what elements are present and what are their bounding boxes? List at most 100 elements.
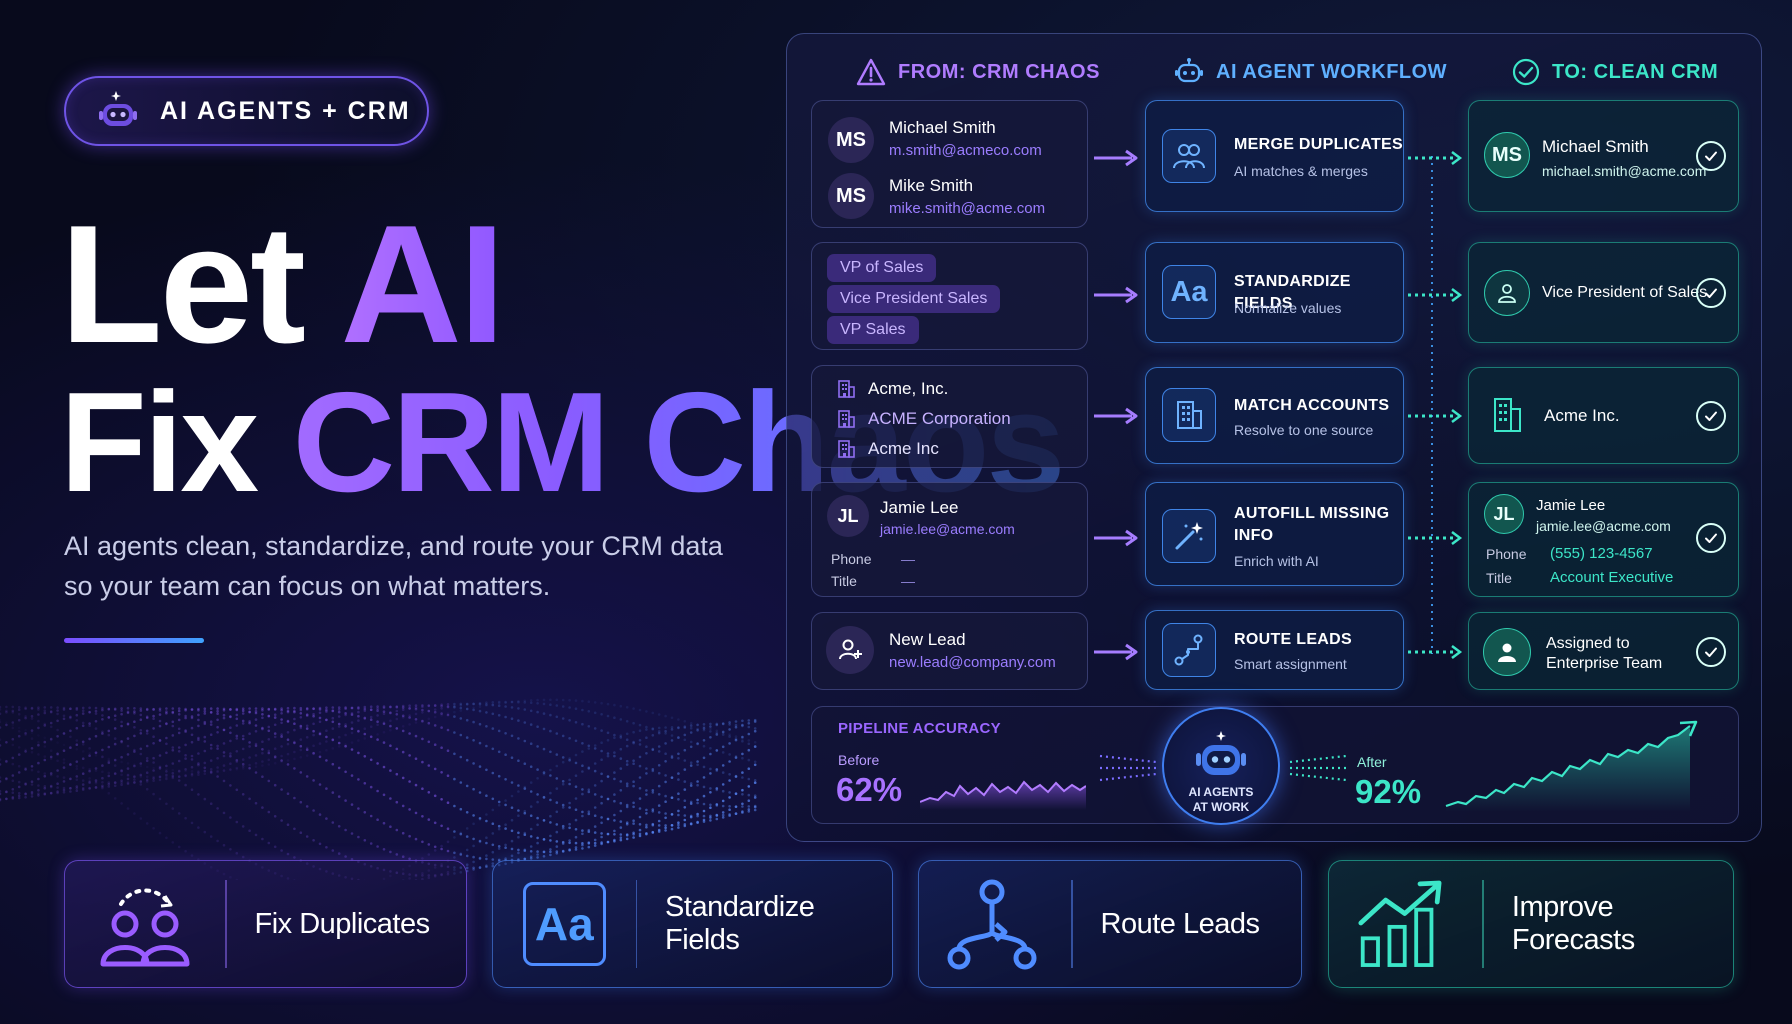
badge-pill: AI AGENTS + CRM — [64, 76, 429, 146]
phone-label: Phone — [1486, 546, 1527, 562]
users-icon — [100, 888, 190, 967]
check-icon — [1696, 401, 1726, 431]
chaos-card-missing-info: JL Jamie Lee jamie.lee@acme.com Phone — … — [811, 482, 1088, 597]
workflow-subtitle: Smart assignment — [1234, 656, 1347, 672]
chaos-card-new-lead: New Lead new.lead@company.com — [811, 612, 1088, 690]
badge-label: AI AGENTS + CRM — [160, 96, 411, 125]
magic-wand-icon — [1162, 509, 1216, 563]
after-sparkline — [1445, 720, 1698, 812]
font-aa-icon: Aa — [523, 882, 606, 966]
dotted-arrow-icon — [1408, 409, 1463, 423]
ai-agents-at-work-badge: AI AGENTS AT WORK — [1162, 707, 1280, 825]
clean-company-name: Acme Inc. — [1544, 406, 1620, 425]
assigned-line-1: Assigned to — [1546, 635, 1630, 652]
subtitle-line-1: AI agents clean, standardize, and route … — [64, 531, 723, 561]
workflow-subtitle: Resolve to one source — [1234, 422, 1374, 438]
avatar: JL — [827, 495, 869, 537]
workflow-subtitle: Normalize values — [1234, 300, 1342, 316]
route-icon — [947, 879, 1037, 970]
arrow-right-icon — [1094, 407, 1138, 425]
avatar — [826, 626, 874, 674]
column-header-from: FROM: CRM CHAOS — [856, 56, 1100, 88]
after-value: 92% — [1355, 773, 1422, 810]
arrow-right-icon — [1094, 529, 1138, 547]
dotted-arrow-icon — [1408, 645, 1463, 659]
column-header-to: TO: CLEAN CRM — [1512, 56, 1718, 88]
tile-label: Route Leads — [1100, 907, 1260, 940]
column-header-workflow: AI AGENT WORKFLOW — [1174, 56, 1447, 88]
users-icon — [1162, 129, 1216, 183]
clean-card-assigned: Assigned to Enterprise Team — [1468, 612, 1739, 690]
tile-label: Fix Duplicates — [254, 907, 431, 940]
workflow-title-line-2: INFO — [1234, 527, 1274, 544]
workflow-subtitle: Enrich with AI — [1234, 553, 1319, 569]
lead-email: new.lead@company.com — [889, 654, 1056, 671]
workflow-card-autofill-missing-info: AUTOFILL MISSING INFO Enrich with AI — [1145, 482, 1404, 586]
workflow-subtitle: AI matches & merges — [1234, 163, 1368, 179]
before-value: 62% — [836, 771, 903, 808]
workflow-title-line-1: AUTOFILL MISSING — [1234, 505, 1390, 522]
contact-name: Jamie Lee — [880, 498, 959, 517]
particle-wave-decoration — [0, 698, 757, 880]
clean-card-title: Vice President of Sales — [1468, 242, 1739, 343]
workflow-title: ROUTE LEADS — [1234, 631, 1352, 648]
dotted-connector — [1431, 156, 1433, 654]
warning-icon — [856, 58, 886, 86]
building-icon — [838, 440, 855, 458]
route-icon — [1162, 623, 1216, 677]
company-name: Acme Inc — [868, 439, 939, 458]
before-sparkline — [920, 780, 1086, 810]
contact-name: Jamie Lee — [1536, 497, 1606, 514]
clean-card-company: Acme Inc. — [1468, 367, 1739, 464]
phone-value: (555) 123-4567 — [1550, 545, 1653, 562]
dotted-arrow-icon — [1408, 288, 1463, 302]
assigned-line-2: Enterprise Team — [1546, 655, 1663, 672]
robot-icon — [1175, 58, 1203, 83]
column-header-workflow-label: AI AGENT WORKFLOW — [1216, 60, 1448, 83]
phone-label: Phone — [831, 551, 872, 567]
ai-agents-label: AI AGENTS AT WORK — [1189, 785, 1254, 815]
tile-divider — [1482, 880, 1484, 968]
arrow-right-icon — [1094, 286, 1138, 304]
center-line-1: AI AGENTS — [1188, 785, 1254, 799]
contact-name: Michael Smith — [889, 118, 996, 137]
building-icon — [1490, 396, 1526, 439]
tile-improve-forecasts: Improve Forecasts — [1328, 860, 1734, 988]
tile-route-leads: Route Leads — [918, 860, 1302, 988]
company-row: Acme, Inc. — [836, 379, 948, 399]
headline-word-fix: Fix — [60, 363, 259, 522]
check-icon — [1696, 637, 1726, 667]
lead-name: New Lead — [889, 630, 966, 649]
headline-line-1: Let AI — [60, 200, 505, 368]
tile-fix-duplicates: Fix Duplicates — [64, 860, 467, 988]
pipeline-title: PIPELINE ACCURACY — [838, 720, 1001, 737]
avatar: MS — [828, 117, 874, 163]
company-row: ACME Corporation — [836, 409, 1011, 429]
workflow-card-merge-duplicates: MERGE DUPLICATES AI matches & merges — [1145, 100, 1404, 212]
check-icon — [1696, 141, 1726, 171]
title-label: Title — [1486, 570, 1512, 586]
company-name: Acme, Inc. — [868, 379, 949, 398]
workflow-title: MATCH ACCOUNTS — [1234, 397, 1390, 414]
tile-label: Standardize Fields — [665, 891, 815, 956]
user-icon — [1484, 270, 1530, 316]
phone-empty-value: — — [901, 551, 915, 567]
building-icon — [838, 380, 855, 398]
avatar — [1483, 628, 1531, 676]
chaos-card-titles: VP of Sales Vice President Sales VP Sale… — [811, 242, 1088, 350]
robot-icon — [1196, 731, 1246, 775]
title-tag: VP Sales — [827, 316, 919, 344]
subtitle-line-2: so your team can focus on what matters. — [64, 571, 551, 601]
column-header-from-label: FROM: CRM CHAOS — [898, 60, 1100, 83]
tile-divider — [635, 880, 638, 968]
workflow-card-standardize-fields: Aa STANDARDIZE FIELDS Normalize values — [1145, 242, 1404, 343]
arrow-right-icon — [1094, 149, 1138, 167]
user-icon — [1498, 643, 1516, 662]
building-icon — [1162, 388, 1216, 442]
contact-name: Michael Smith — [1542, 137, 1649, 156]
tile-label: Improve Forecasts — [1511, 891, 1635, 956]
workflow-title: STANDARDIZE FIELDS — [1234, 273, 1351, 312]
tile-divider — [225, 880, 227, 968]
font-aa-icon: Aa — [1162, 265, 1216, 319]
growth-chart-icon — [1358, 880, 1442, 967]
